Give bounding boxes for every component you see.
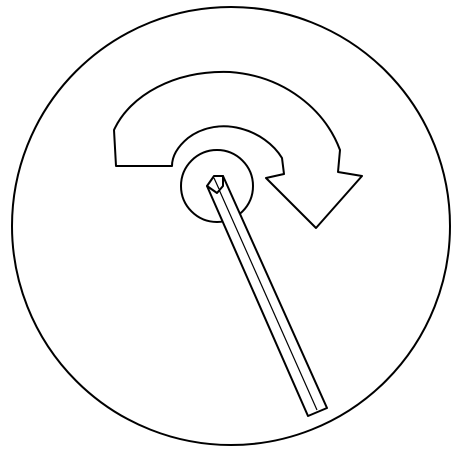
rotation-diagram (0, 0, 462, 450)
